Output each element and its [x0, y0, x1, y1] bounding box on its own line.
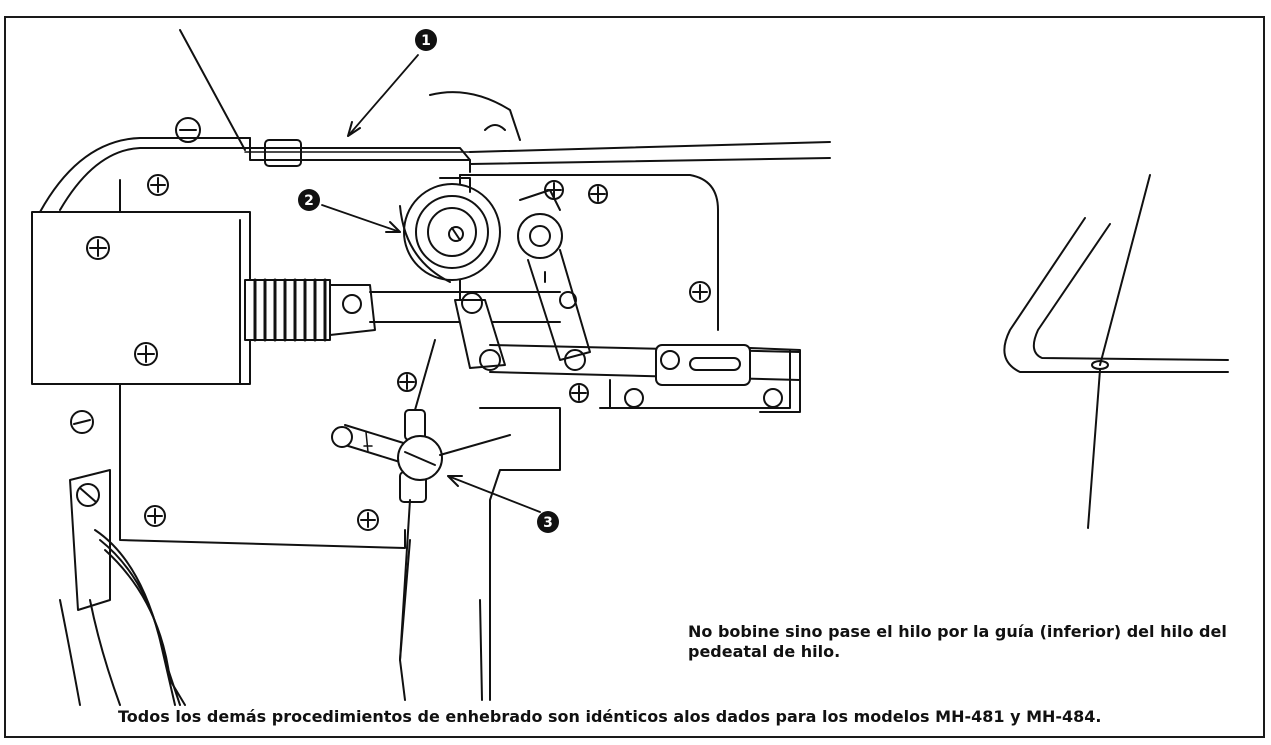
thread-tension-disc — [399, 177, 501, 283]
machine-arm-outline — [39, 29, 831, 701]
svg-text:1: 1 — [421, 33, 431, 49]
svg-text:3: 3 — [543, 515, 553, 531]
callout-3: 3 — [537, 511, 559, 533]
cable-bundle — [59, 469, 186, 706]
take-up-lever — [454, 189, 801, 413]
left-block — [31, 211, 251, 385]
winding-note: No bobine sino pase el hilo por la guía … — [688, 622, 1227, 661]
leader-arrows — [321, 54, 541, 513]
spring-assembly — [244, 278, 561, 342]
callout-2: 2 — [298, 189, 320, 211]
svg-text:2: 2 — [304, 193, 314, 209]
thread-stand-guide — [1003, 174, 1229, 529]
screws — [70, 117, 711, 531]
footer-note: Todos los demás procedimientos de enhebr… — [118, 707, 1102, 726]
lower-thread-guide — [331, 339, 511, 661]
callout-1: 1 — [415, 29, 437, 51]
